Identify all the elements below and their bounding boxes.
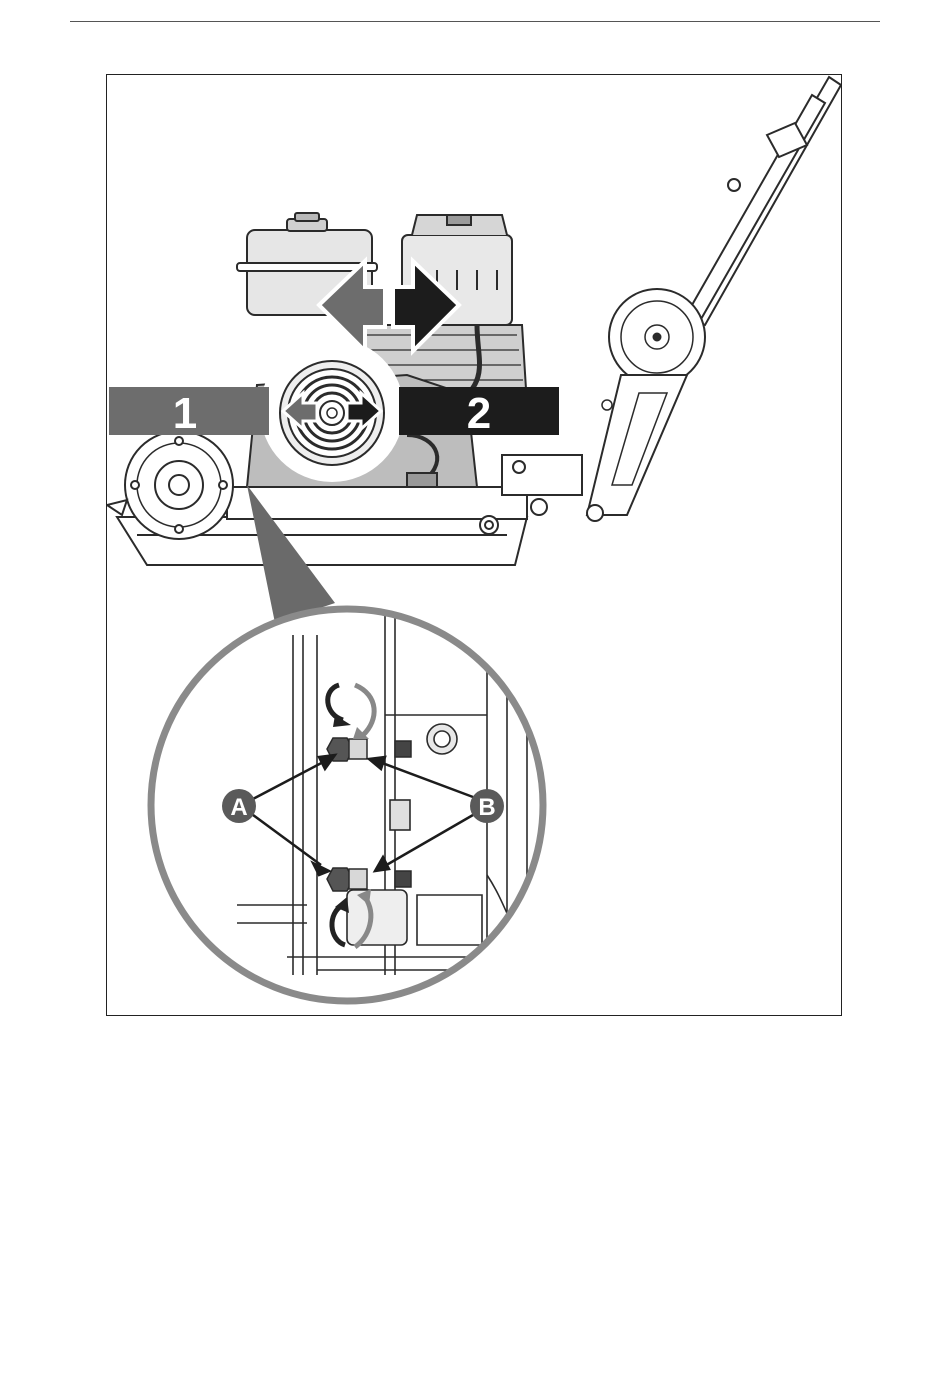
handle bbox=[672, 77, 841, 347]
position-label-1: 1 bbox=[109, 387, 269, 438]
callout-b-text: B bbox=[478, 794, 495, 821]
page-header-rule bbox=[70, 21, 880, 22]
compactor-diagram: 1 2 bbox=[107, 75, 842, 1016]
callout-b: B bbox=[470, 789, 504, 823]
callout-a: A bbox=[222, 789, 256, 823]
callout-a-text: A bbox=[230, 794, 247, 821]
label-1-text: 1 bbox=[173, 389, 197, 438]
position-label-2: 2 bbox=[399, 387, 559, 438]
figure-frame: 1 2 bbox=[106, 74, 842, 1016]
label-2-text: 2 bbox=[467, 389, 491, 438]
